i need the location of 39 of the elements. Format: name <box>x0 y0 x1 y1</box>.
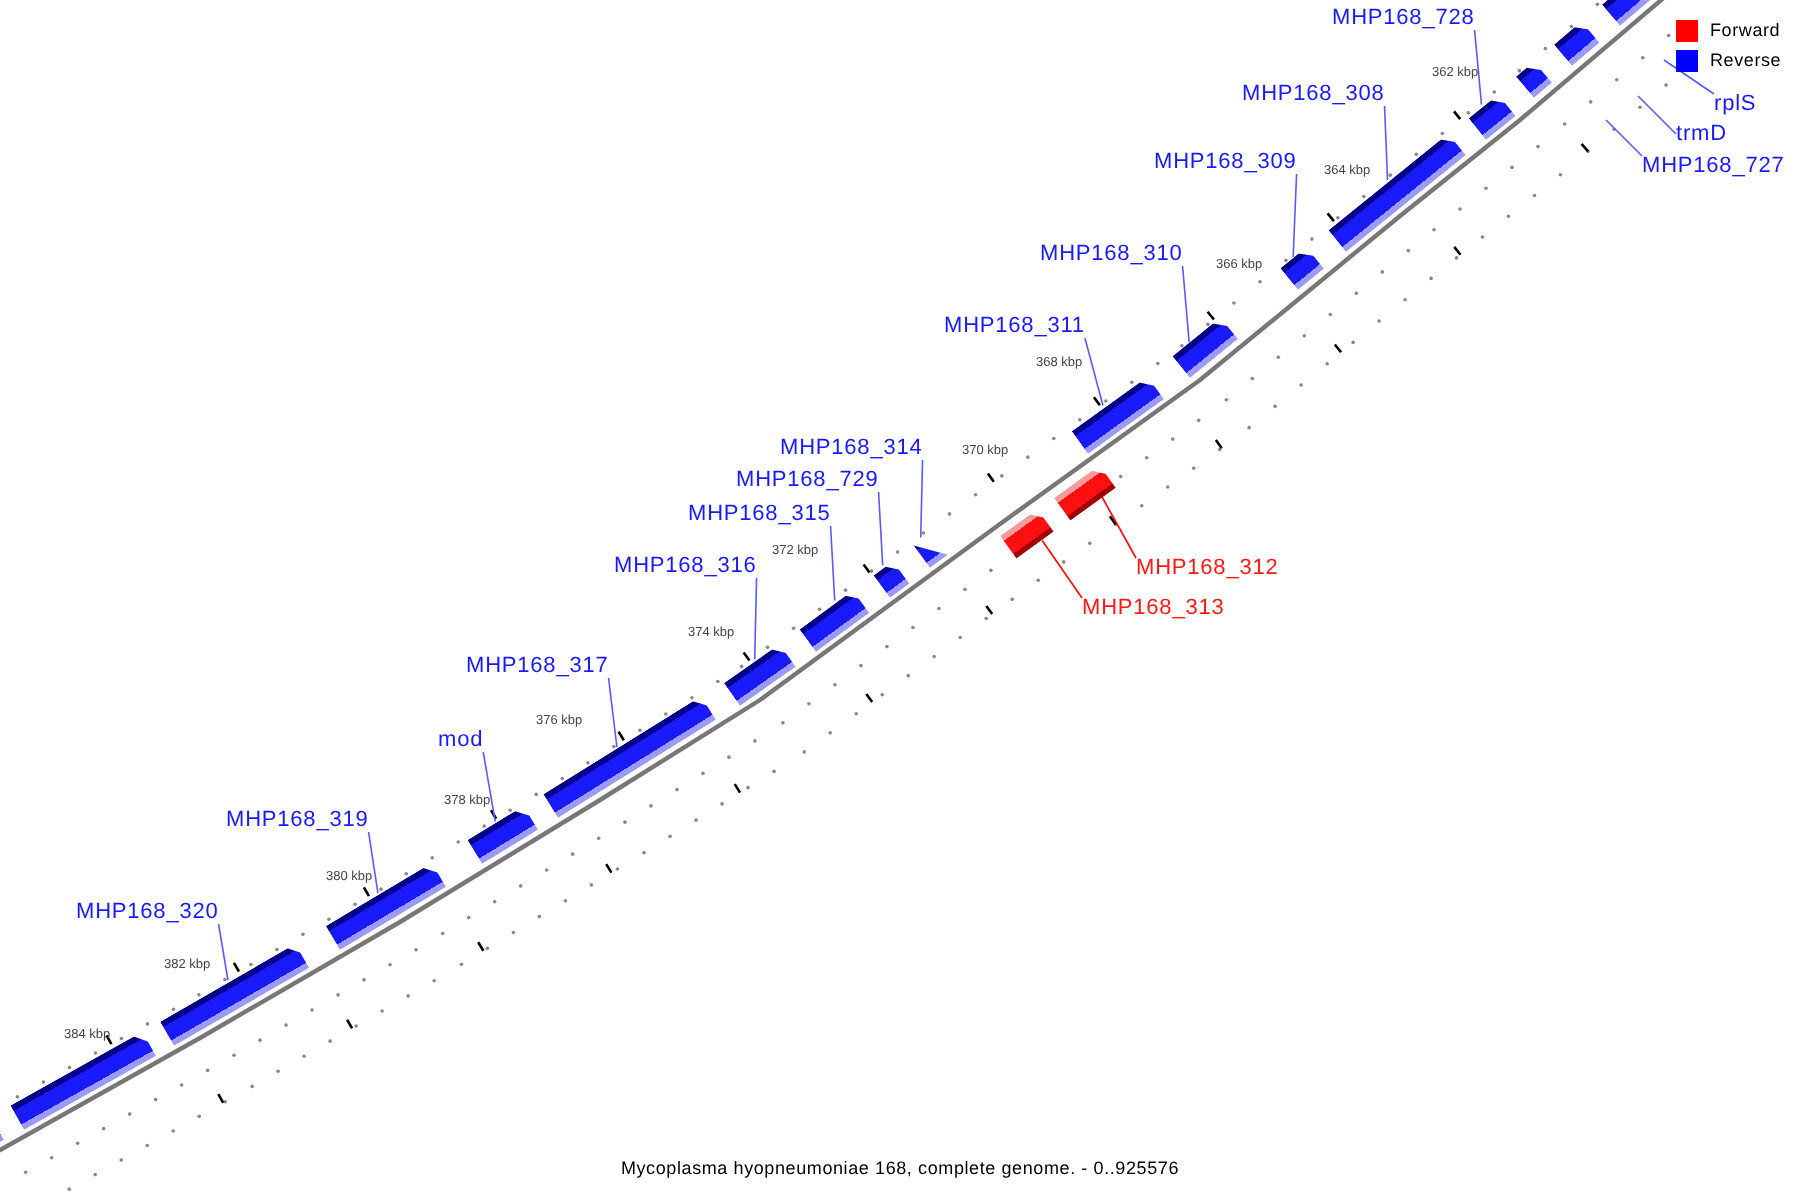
leader-line <box>217 923 229 981</box>
leader-line <box>482 751 497 823</box>
gene-label: trmD <box>1676 122 1727 146</box>
leader-line <box>1292 173 1298 258</box>
gene-label: MHP168_315 <box>688 502 831 526</box>
leader-line <box>877 491 884 567</box>
gene-label: MHP168_309 <box>1154 150 1297 174</box>
leader-line <box>607 677 618 748</box>
leader-line <box>1473 29 1483 106</box>
leader-line <box>1084 337 1104 407</box>
legend-label: Forward <box>1710 20 1781 42</box>
gene-label: MHP168_317 <box>466 654 609 678</box>
gene-label: MHP168_728 <box>1332 6 1475 30</box>
gene-label: MHP168_729 <box>736 468 879 492</box>
gene-label: MHP168_313 <box>1082 596 1225 620</box>
caption: Mycoplasma hyopneumoniae 168, complete genome. - 0..925576 <box>618 1158 1182 1178</box>
leader-line <box>1605 119 1643 157</box>
gene-label: MHP168_308 <box>1242 82 1385 106</box>
leader-line <box>1181 265 1190 344</box>
leader-line <box>1101 496 1137 559</box>
gene-label: MHP168_310 <box>1040 242 1183 266</box>
gene-label: MHP168_314 <box>780 436 923 460</box>
leader-line <box>829 525 836 602</box>
leader-line <box>367 831 379 894</box>
gene-label: mod <box>438 728 484 752</box>
gene-label: MHP168_727 <box>1642 154 1785 178</box>
leader-line <box>1637 95 1677 135</box>
gene-label: MHP168_319 <box>226 808 369 832</box>
gene-label: MHP168_316 <box>614 554 757 578</box>
gene-label: MHP168_312 <box>1136 556 1279 580</box>
gene-label: MHP168_320 <box>76 900 219 924</box>
leader-line <box>1041 539 1083 599</box>
legend-label: Reverse <box>1710 50 1782 72</box>
leader-line <box>1663 59 1715 95</box>
gene-label: rplS <box>1714 92 1757 116</box>
leader-line <box>1383 105 1389 181</box>
gene-label: MHP168_311 <box>944 314 1085 338</box>
leader-line <box>919 459 924 539</box>
leader-line <box>753 577 758 661</box>
